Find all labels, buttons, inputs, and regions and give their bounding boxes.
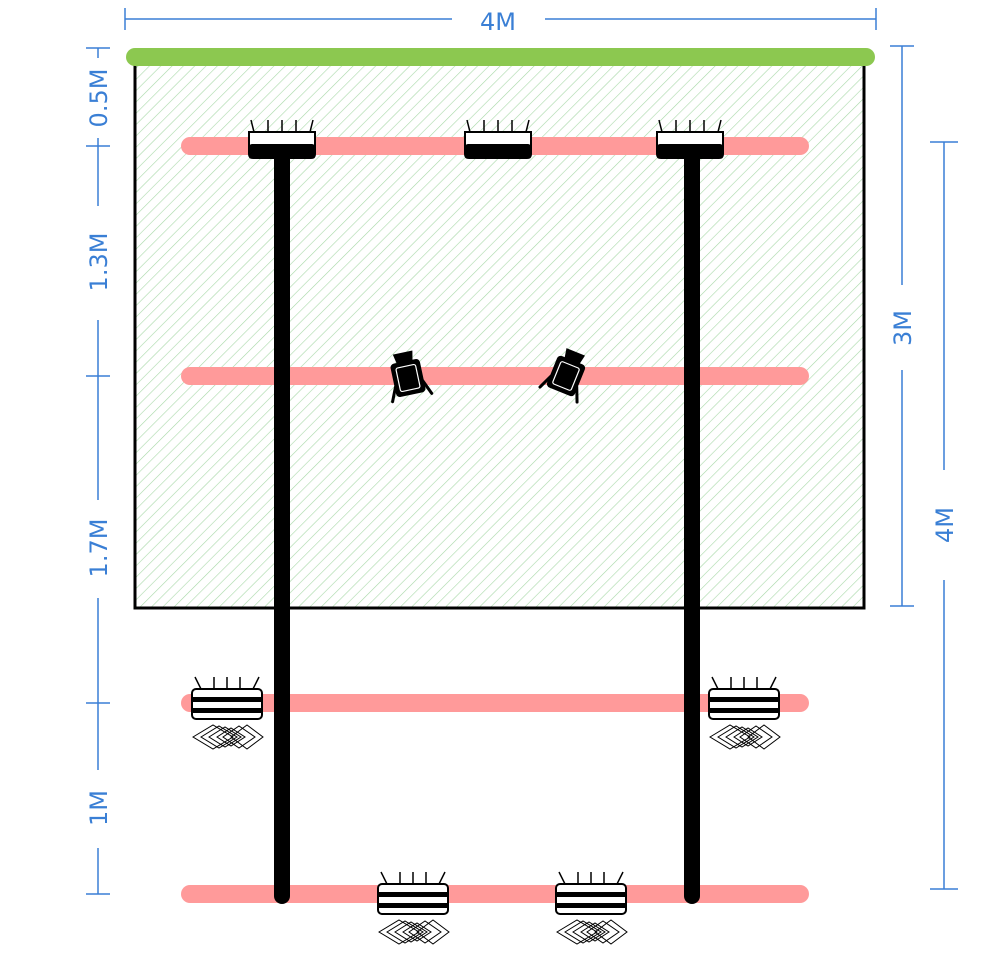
dimension-label-left-0: 0.5M [85, 69, 113, 128]
led-wash-icon [377, 871, 450, 945]
dimension-label-left-3: 1M [85, 790, 113, 826]
dimension-label-left-2: 1.7M [85, 519, 113, 578]
dimension-label-right-outer: 4M [931, 507, 959, 543]
dimension-label-left-1: 1.3M [85, 233, 113, 292]
dimension-label-top: 4M [480, 8, 516, 36]
top-dimension [124, 8, 877, 30]
dimension-label-right-inner: 3M [889, 310, 917, 346]
led-wash-icon [555, 871, 628, 945]
left-dimension [86, 47, 110, 895]
right-outer-dimension [930, 141, 958, 890]
led-wash-icon [708, 676, 781, 750]
right-inner-dimension [890, 45, 914, 607]
led-wash-icon [191, 676, 264, 750]
